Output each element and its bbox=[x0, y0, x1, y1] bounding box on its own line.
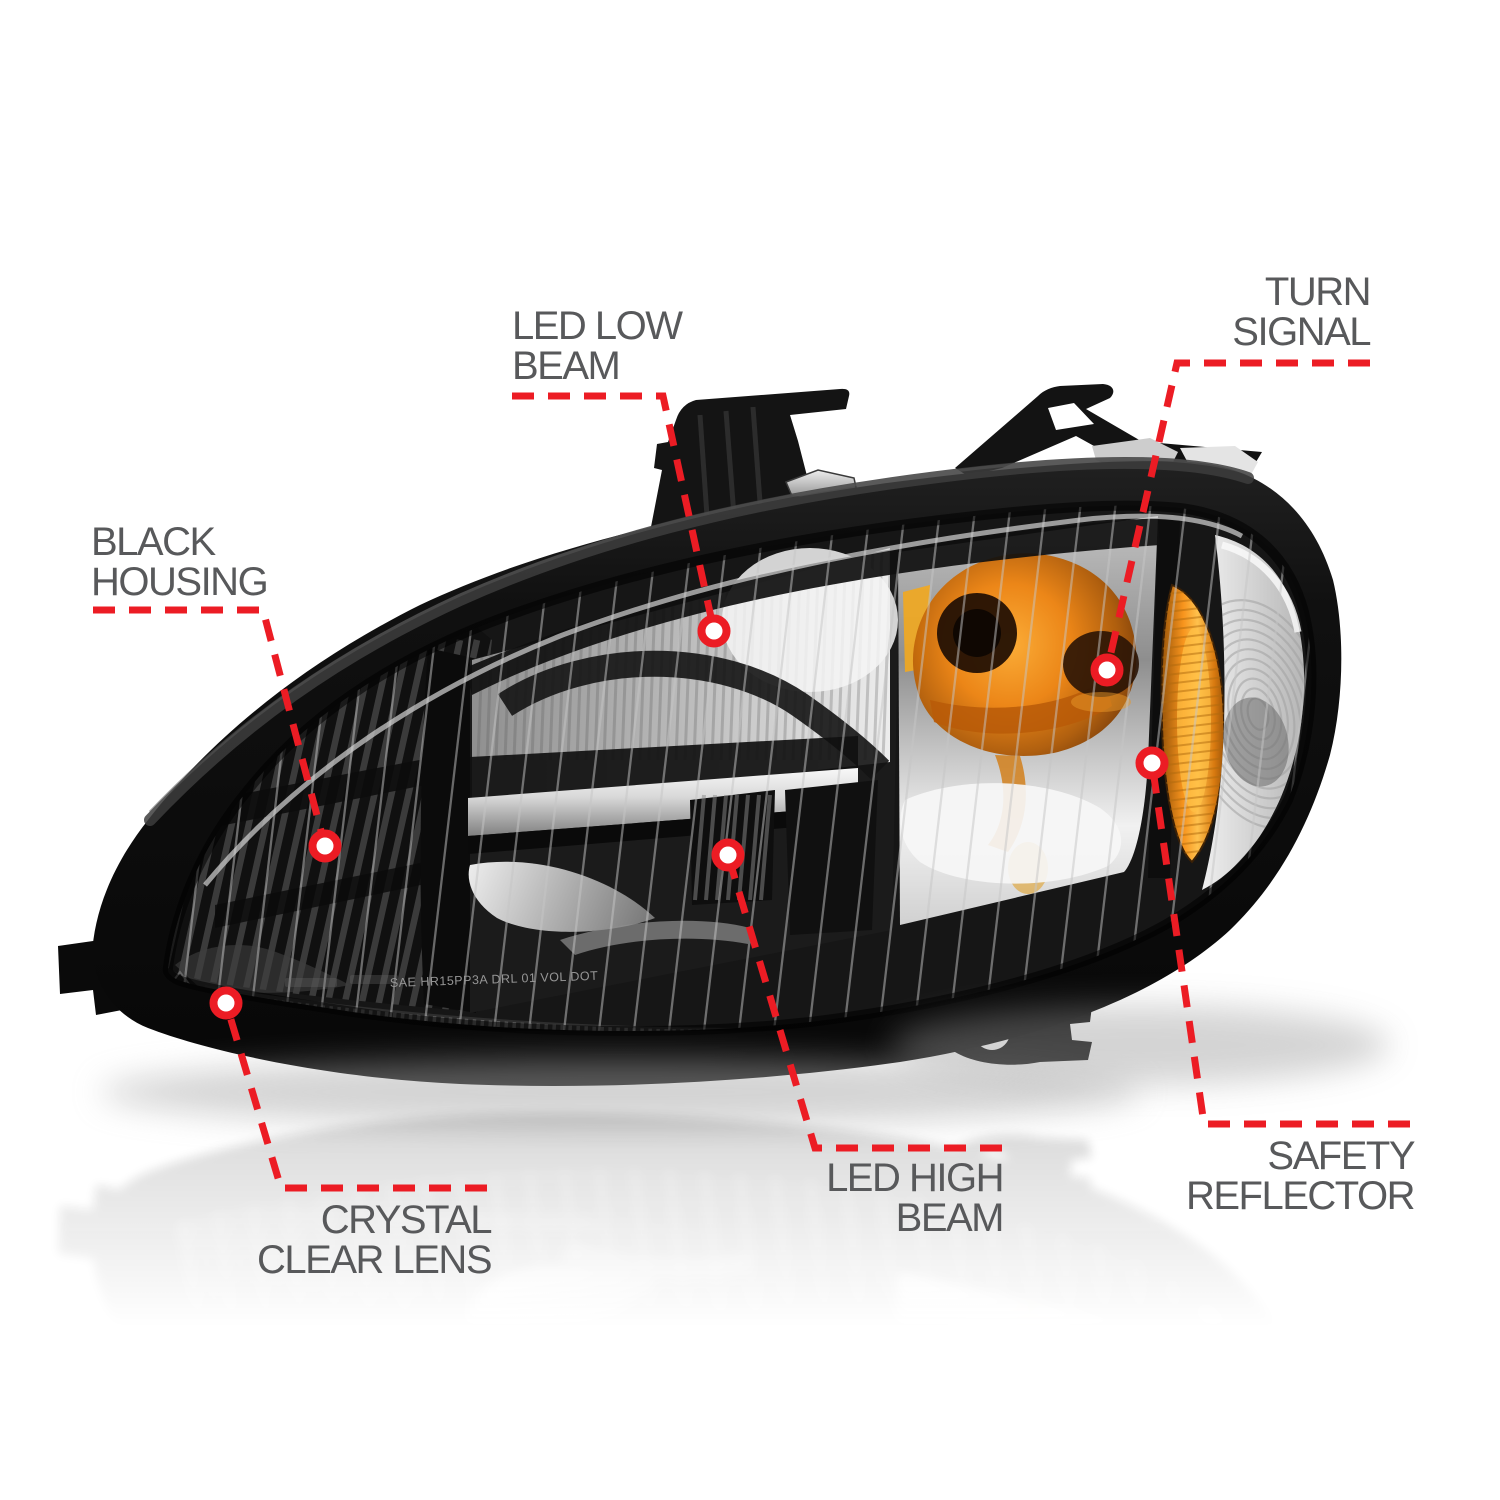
callout-label-black-housing: BLACK HOUSING bbox=[91, 520, 269, 604]
callout-text-line: TURN bbox=[1264, 270, 1372, 314]
ground-shadow-right bbox=[890, 1005, 1390, 1085]
leader-crystal-clear-lens bbox=[222, 1002, 487, 1192]
chrome-streak bbox=[560, 920, 750, 955]
dark-block bbox=[785, 780, 878, 935]
louver-vane bbox=[215, 860, 435, 928]
callout-text-line: BEAM bbox=[895, 1196, 1005, 1240]
callout-label-turn-signal: TURN SIGNAL bbox=[1232, 270, 1372, 354]
headlight-lamp: SAE HR15PP3A DRL 01 VOL DOT bbox=[58, 384, 1342, 1086]
callout-dot-led-high-beam bbox=[711, 838, 745, 872]
high-beam-ribs bbox=[693, 794, 772, 901]
callout-dot-crystal-clear-lens bbox=[209, 986, 243, 1020]
callout-text-line: BLACK bbox=[91, 520, 216, 564]
callout-text-line: BEAM bbox=[512, 344, 621, 388]
faint-marking bbox=[285, 978, 337, 987]
callout-text-line: HOUSING bbox=[91, 560, 269, 604]
callout-text-line: SIGNAL bbox=[1232, 310, 1371, 354]
callout-leaders bbox=[93, 359, 1410, 1192]
chrome-swoosh bbox=[468, 861, 655, 932]
callout-label-safety-reflector: SAFETY REFLECTOR bbox=[1185, 1134, 1416, 1218]
callout-dot-turn-signal bbox=[1090, 653, 1124, 687]
leader-led-high-beam bbox=[724, 854, 1002, 1152]
corner-highlight bbox=[1221, 541, 1302, 633]
ground-shadow bbox=[100, 1058, 1140, 1126]
callout-label-crystal-clear-lens: CRYSTAL CLEAR LENS bbox=[257, 1198, 493, 1282]
leader-safety-reflector bbox=[1148, 762, 1410, 1128]
housing-edge-highlight bbox=[148, 457, 1251, 814]
callout-text-line: CRYSTAL bbox=[320, 1198, 493, 1242]
leader-black-housing bbox=[93, 606, 329, 847]
callout-text-line: LED LOW bbox=[512, 304, 683, 348]
callout-dot-safety-reflector bbox=[1135, 746, 1169, 780]
callout-label-led-low-beam: LED LOW BEAM bbox=[512, 304, 683, 388]
chrome-swirl bbox=[900, 783, 1122, 884]
lens-top-shadow-band bbox=[465, 518, 1160, 695]
corner-void bbox=[1223, 697, 1289, 787]
callout-text-line: LED HIGH bbox=[826, 1156, 1004, 1200]
louver-vane bbox=[210, 758, 430, 828]
reflector-strip-core bbox=[1177, 628, 1211, 812]
callout-text-line: REFLECTOR bbox=[1185, 1174, 1416, 1218]
faint-marking bbox=[350, 975, 398, 984]
turn-signal-bulb-core bbox=[953, 609, 1001, 657]
amber-glow bbox=[1071, 692, 1131, 712]
leader-led-low-beam bbox=[512, 392, 718, 632]
housing-top-sheen bbox=[144, 456, 1254, 826]
callout-text-line: SAFETY bbox=[1267, 1134, 1415, 1178]
callout-label-led-high-beam: LED HIGH BEAM bbox=[826, 1156, 1005, 1240]
callout-text-line: CLEAR LENS bbox=[257, 1238, 492, 1282]
chrome-bar bbox=[468, 768, 858, 836]
lens-piping bbox=[203, 513, 1244, 887]
callout-dot-black-housing bbox=[308, 829, 342, 863]
leader-turn-signal bbox=[1103, 359, 1370, 671]
lens-rim-shadow bbox=[162, 500, 1317, 1037]
callout-dot-led-low-beam bbox=[697, 614, 731, 648]
